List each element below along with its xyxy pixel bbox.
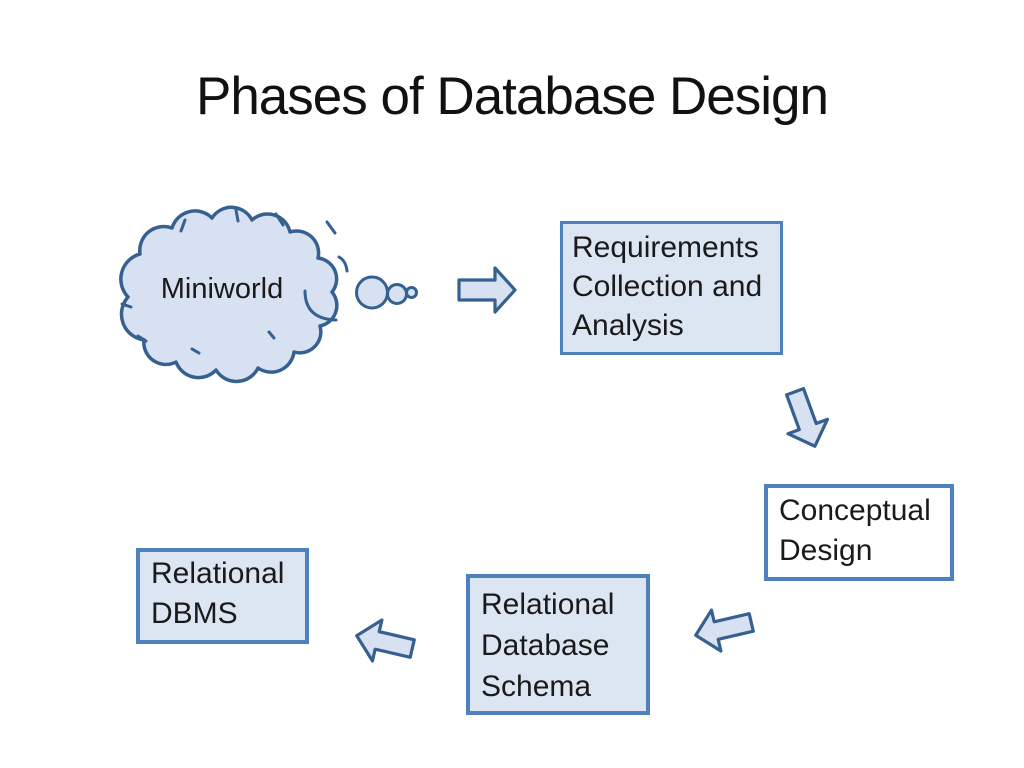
box-relational-database-schema: Relational Database Schema bbox=[466, 574, 650, 715]
thought-cloud-icon bbox=[119, 205, 349, 384]
box-conceptual-design: Conceptual Design bbox=[764, 484, 954, 581]
box-dbms-line: Relational bbox=[151, 557, 285, 590]
box-schema-line: Schema bbox=[481, 670, 592, 703]
box-relational-dbms: Relational DBMS bbox=[136, 548, 309, 644]
arrow-right-icon bbox=[457, 266, 517, 314]
box-schema-line: Relational bbox=[481, 588, 615, 621]
box-schema-line: Database bbox=[481, 629, 610, 662]
cloud-label: Miniworld bbox=[160, 273, 284, 305]
thought-bubbles-icon bbox=[355, 275, 418, 310]
box-requirements-line: Requirements bbox=[572, 231, 759, 264]
box-requirements-line: Analysis bbox=[572, 309, 684, 342]
box-requirements-line: Collection and bbox=[572, 270, 763, 303]
slide-title: Phases of Database Design bbox=[195, 67, 829, 126]
box-conceptual-line: Design bbox=[779, 534, 873, 567]
arrow-left-icon bbox=[355, 618, 416, 663]
box-dbms-line: DBMS bbox=[151, 597, 238, 630]
arrow-down-icon bbox=[785, 387, 830, 448]
box-requirements: Requirements Collection and Analysis bbox=[560, 221, 783, 355]
box-conceptual-line: Conceptual bbox=[779, 494, 931, 527]
arrow-left-icon bbox=[694, 608, 755, 653]
